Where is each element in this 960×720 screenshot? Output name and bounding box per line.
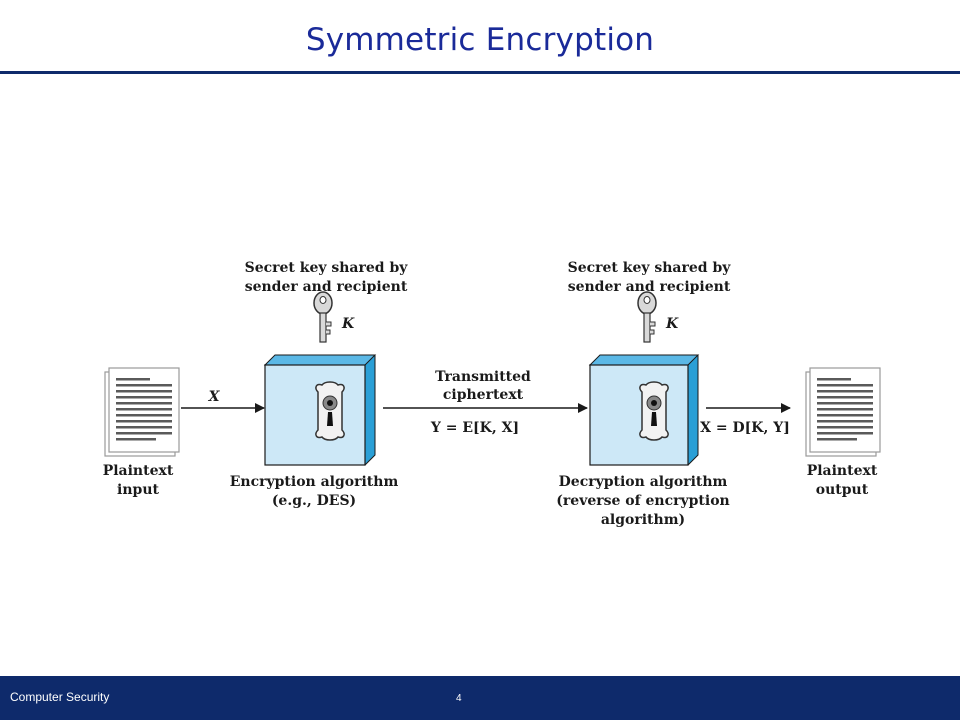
footer-course-title: Computer Security	[10, 690, 110, 704]
output-formula: X = D[K, Y]	[700, 420, 790, 436]
decryption-label-line3: algorithm)	[601, 512, 685, 528]
slide-footer: Computer Security 4	[0, 676, 960, 720]
key-icon	[313, 291, 333, 343]
symmetric-encryption-diagram: Secret key shared by sender and recipien…	[103, 260, 881, 528]
decryption-key-label-line1: Secret key shared by	[568, 260, 732, 276]
decryption-algorithm-box	[588, 354, 700, 466]
transmitted-label-line1: Transmitted	[435, 369, 531, 385]
transmitted-label-line2: ciphertext	[443, 387, 524, 403]
decryption-label-line1: Decryption algorithm	[559, 474, 728, 490]
plaintext-output-document-icon	[805, 367, 881, 457]
encryption-label-line1: Encryption algorithm	[230, 474, 399, 490]
plaintext-output-label-line2: output	[816, 482, 869, 498]
keyhole-lock-icon	[639, 381, 669, 441]
input-symbol: X	[208, 389, 221, 405]
decryption-key-label-line2: sender and recipient	[568, 279, 731, 295]
encryption-key-label-line2: sender and recipient	[245, 279, 408, 295]
encryption-algorithm-box	[263, 354, 377, 466]
title-divider	[0, 71, 960, 74]
encryption-label-line2: (e.g., DES)	[272, 493, 356, 509]
plaintext-input-document-icon	[104, 367, 180, 457]
keyhole-lock-icon	[315, 381, 345, 441]
encryption-key-label-line1: Secret key shared by	[245, 260, 409, 276]
ciphertext-formula: Y = E[K, X]	[430, 420, 519, 436]
plaintext-input-label-line2: input	[117, 482, 159, 498]
page-number: 4	[456, 693, 462, 704]
plaintext-output-label-line1: Plaintext	[807, 463, 878, 479]
key-icon	[637, 291, 657, 343]
key-symbol-left: K	[341, 316, 355, 332]
decryption-label-line2: (reverse of encryption	[556, 493, 729, 509]
slide-title: Symmetric Encryption	[305, 22, 655, 58]
plaintext-input-label-line1: Plaintext	[103, 463, 174, 479]
key-symbol-right: K	[665, 316, 679, 332]
